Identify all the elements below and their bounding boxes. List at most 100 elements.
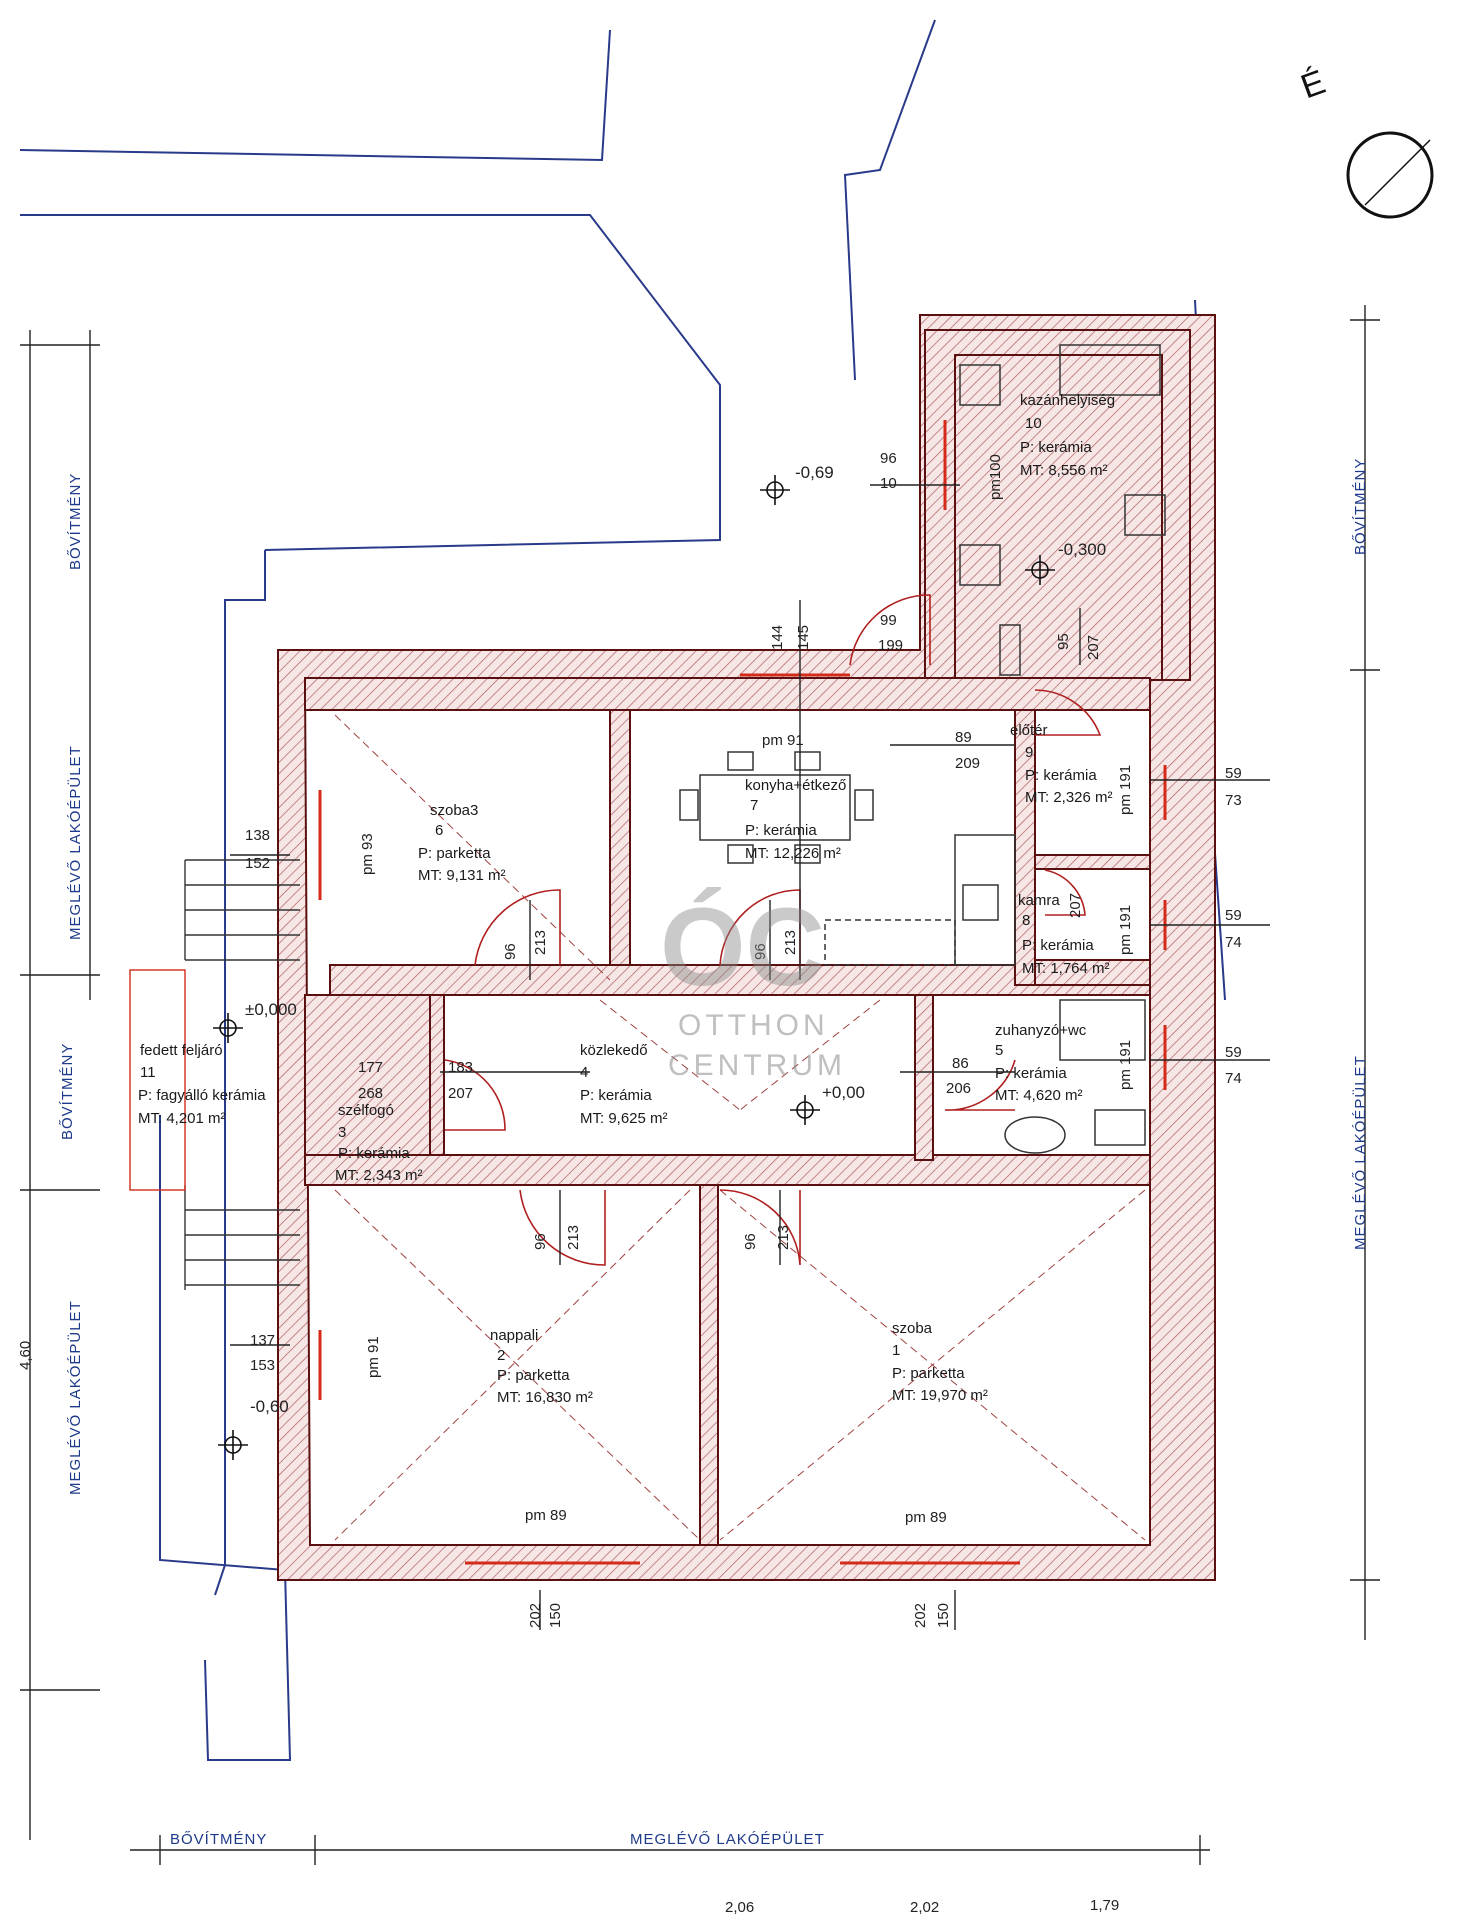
- svg-text:177: 177: [358, 1059, 383, 1076]
- side-label-bovitmeny-bottom: BŐVÍTMÉNY: [170, 1831, 267, 1848]
- svg-text:96: 96: [532, 1233, 549, 1250]
- side-label-meglevo-right: MEGLÉVŐ LAKÓÉPÜLET: [1351, 1055, 1369, 1250]
- svg-text:zuhanyzó+wc: zuhanyzó+wc: [995, 1022, 1087, 1039]
- windows: [318, 420, 1167, 1565]
- svg-text:1: 1: [892, 1342, 900, 1359]
- svg-text:8: 8: [1022, 912, 1030, 929]
- svg-text:213: 213: [782, 930, 799, 955]
- svg-text:2,06: 2,06: [725, 1899, 754, 1916]
- svg-text:MT: 1,764 m²: MT: 1,764 m²: [1022, 960, 1110, 977]
- svg-text:74: 74: [1225, 1070, 1242, 1087]
- side-label-meglevo-bottom: MEGLÉVŐ LAKÓÉPÜLET: [630, 1830, 825, 1848]
- stair-step: [999, 624, 1021, 676]
- compass-letter: É: [1296, 63, 1330, 106]
- svg-text:MT: 2,343 m²: MT: 2,343 m²: [335, 1167, 423, 1184]
- svg-text:4,60: 4,60: [17, 1341, 34, 1370]
- watermark-logo: ÓC: [660, 886, 825, 1009]
- svg-text:pm 91: pm 91: [365, 1336, 382, 1378]
- svg-text:209: 209: [955, 755, 980, 772]
- door-swings: [444, 594, 1102, 1266]
- room-zuhanyzo: zuhanyzó+wc 5 P: kerámia MT: 4,620 m²: [995, 1022, 1087, 1104]
- svg-text:59: 59: [1225, 765, 1242, 782]
- chair: [794, 751, 821, 771]
- svg-text:P: fagyálló kerámia: P: fagyálló kerámia: [138, 1087, 266, 1104]
- svg-text:pm 191: pm 191: [1117, 1040, 1134, 1090]
- room-eloter: előtér 9 P: kerámia MT: 2,326 m²: [1010, 722, 1113, 806]
- svg-text:213: 213: [532, 930, 549, 955]
- svg-text:szoba: szoba: [892, 1320, 933, 1337]
- svg-text:P: parketta: P: parketta: [418, 845, 491, 862]
- svg-text:előtér: előtér: [1010, 722, 1048, 739]
- svg-text:138: 138: [245, 827, 270, 844]
- svg-text:MT: 12,226 m²: MT: 12,226 m²: [745, 845, 841, 862]
- side-label-bovitmeny-left-top: BŐVÍTMÉNY: [67, 473, 84, 570]
- watermark: ÓC OTTHON CENTRUM: [660, 886, 842, 1082]
- side-label-bovitmeny-left-mid: BŐVÍTMÉNY: [59, 1043, 76, 1140]
- svg-text:59: 59: [1225, 907, 1242, 924]
- svg-text:3: 3: [338, 1124, 346, 1141]
- svg-text:213: 213: [565, 1225, 582, 1250]
- svg-text:96: 96: [880, 450, 897, 467]
- watermark-line1: OTTHON: [678, 1009, 829, 1042]
- boiler-unit: [959, 364, 1001, 406]
- washbasin: [1004, 1116, 1066, 1154]
- svg-text:P: kerámia: P: kerámia: [995, 1065, 1067, 1082]
- svg-text:kamra: kamra: [1018, 892, 1060, 909]
- svg-text:4: 4: [580, 1064, 588, 1081]
- svg-text:202: 202: [527, 1603, 544, 1628]
- furniture: [679, 344, 1166, 1154]
- svg-text:P: kerámia: P: kerámia: [1020, 439, 1092, 456]
- chair: [794, 844, 821, 864]
- svg-text:pm 89: pm 89: [525, 1507, 567, 1524]
- svg-text:207: 207: [1085, 635, 1102, 660]
- svg-text:MT: 2,326 m²: MT: 2,326 m²: [1025, 789, 1113, 806]
- svg-text:+0,00: +0,00: [822, 1083, 865, 1102]
- side-label-meglevo-left-bottom: MEGLÉVŐ LAKÓÉPÜLET: [66, 1300, 84, 1495]
- room-kazan: kazánhelyiség 10 P: kerámia MT: 8,556 m²: [1020, 392, 1115, 479]
- boiler-unit: [959, 544, 1001, 586]
- room-szoba: szoba 1 P: parketta MT: 19,970 m²: [892, 1320, 988, 1404]
- room-labels: szoba3 6 P: parketta MT: 9,131 m² konyha…: [138, 392, 1115, 1406]
- room-szoba3: szoba3 6 P: parketta MT: 9,131 m²: [418, 802, 506, 884]
- svg-text:9: 9: [1025, 744, 1033, 761]
- svg-text:MT: 9,131 m²: MT: 9,131 m²: [418, 867, 506, 884]
- svg-text:pm 191: pm 191: [1117, 905, 1134, 955]
- svg-text:konyha+étkező: konyha+étkező: [745, 777, 846, 794]
- svg-text:2: 2: [497, 1347, 505, 1364]
- toilet: [1094, 1109, 1146, 1146]
- svg-text:202: 202: [912, 1603, 929, 1628]
- svg-text:11: 11: [140, 1064, 156, 1081]
- svg-text:206: 206: [946, 1080, 971, 1097]
- north-compass: É: [1296, 63, 1434, 219]
- svg-text:150: 150: [935, 1603, 952, 1628]
- svg-text:74: 74: [1225, 934, 1242, 951]
- svg-text:pm100: pm100: [987, 454, 1004, 500]
- svg-text:kazánhelyiség: kazánhelyiség: [1020, 392, 1115, 409]
- svg-text:1,79: 1,79: [1090, 1897, 1119, 1914]
- svg-text:145: 145: [795, 625, 812, 650]
- side-label-bovitmeny-right: BŐVÍTMÉNY: [1352, 458, 1369, 555]
- svg-text:10: 10: [880, 475, 897, 492]
- svg-text:5: 5: [995, 1042, 1003, 1059]
- svg-text:-0,60: -0,60: [250, 1397, 289, 1416]
- svg-text:pm 91: pm 91: [762, 732, 804, 749]
- svg-text:150: 150: [547, 1603, 564, 1628]
- svg-text:2,02: 2,02: [910, 1899, 939, 1916]
- kitchen-counter: [954, 834, 1016, 966]
- room-diagonals: [334, 714, 1146, 1541]
- svg-text:89: 89: [955, 729, 972, 746]
- svg-text:MT: 19,970 m²: MT: 19,970 m²: [892, 1387, 988, 1404]
- room-szelfogo: szélfogó 3 P: kerámia MT: 2,343 m²: [335, 1102, 423, 1184]
- svg-text:96: 96: [752, 943, 769, 960]
- svg-text:86: 86: [952, 1055, 969, 1072]
- svg-text:99: 99: [880, 612, 897, 629]
- svg-text:-0,300: -0,300: [1058, 540, 1106, 559]
- room-kamra: kamra 8 P: kerámia MT: 1,764 m²: [1018, 892, 1110, 977]
- svg-text:pm 93: pm 93: [359, 833, 376, 875]
- kitchen-unit: [824, 919, 956, 966]
- svg-text:P: kerámia: P: kerámia: [580, 1087, 652, 1104]
- svg-text:nappali: nappali: [490, 1327, 538, 1344]
- tank: [1059, 344, 1161, 396]
- svg-text:MT: 16,830 m²: MT: 16,830 m²: [497, 1389, 593, 1406]
